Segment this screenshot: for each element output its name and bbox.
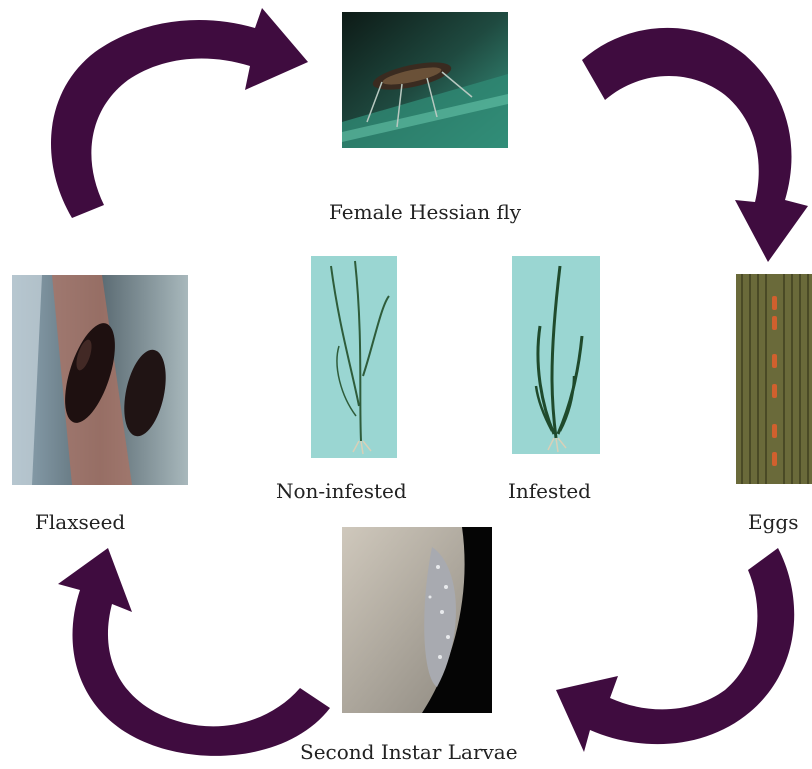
healthy-wheat-photo [311, 256, 397, 458]
adult-label: Female Hessian fly [329, 200, 521, 224]
eggs-on-leaf-photo [736, 274, 812, 484]
flaxseed-pupa-photo [12, 275, 188, 485]
hessian-fly-photo [342, 12, 508, 148]
arrow-eggs-to-larvae [556, 548, 794, 752]
infested-wheat-photo [512, 256, 600, 454]
eggs-label: Eggs [748, 510, 798, 534]
non-infested-label: Non-infested [276, 479, 407, 503]
infested-label: Infested [508, 479, 591, 503]
arrow-flaxseed-to-adult [51, 8, 308, 218]
arrow-larvae-to-flaxseed [58, 548, 330, 756]
larvae-label: Second Instar Larvae [300, 740, 518, 764]
larvae-photo [342, 527, 492, 713]
arrow-adult-to-eggs [582, 28, 808, 262]
flaxseed-label: Flaxseed [35, 510, 125, 534]
